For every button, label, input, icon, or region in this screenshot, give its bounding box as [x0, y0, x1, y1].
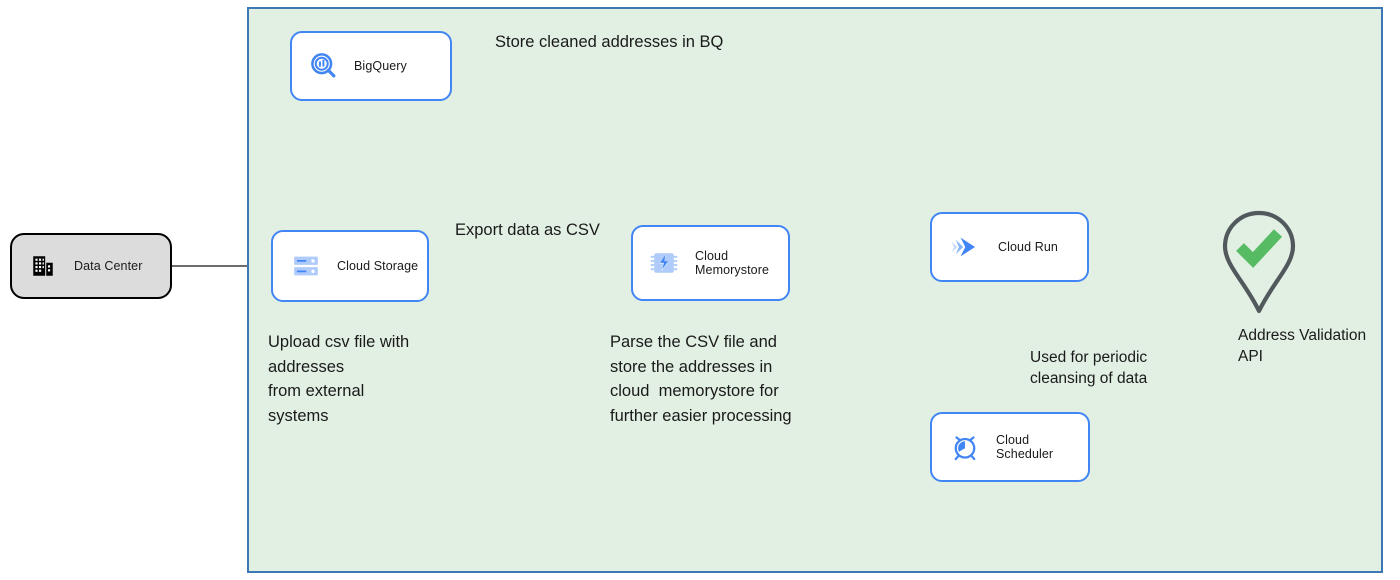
cloud-run-icon — [948, 232, 982, 262]
address-validation-api-label: Address Validation API — [1238, 327, 1367, 365]
node-cloud-memorystore-label: Cloud Memorystore — [695, 249, 770, 277]
note-upload-csv: Upload csv file with addresses from exte… — [268, 333, 410, 425]
node-data-center-label: Data Center — [74, 259, 143, 273]
data-center-icon — [30, 253, 56, 279]
node-cloud-scheduler[interactable]: Cloud Scheduler — [930, 412, 1090, 482]
node-bigquery-label: BigQuery — [354, 59, 407, 73]
node-cloud-storage-label: Cloud Storage — [337, 259, 419, 273]
node-cloud-run-label: Cloud Run — [998, 240, 1058, 254]
map-pin-check-icon — [1218, 210, 1300, 320]
cloud-project-boundary — [247, 7, 1383, 573]
node-data-center[interactable]: Data Center — [10, 233, 172, 299]
node-cloud-run[interactable]: Cloud Run — [930, 212, 1089, 282]
bigquery-icon — [308, 50, 340, 82]
memorystore-icon — [649, 248, 679, 278]
node-cloud-memorystore[interactable]: Cloud Memorystore — [631, 225, 790, 301]
node-cloud-scheduler-label: Cloud Scheduler — [996, 433, 1054, 461]
node-address-validation-api[interactable] — [1218, 208, 1300, 316]
note-periodic-cleansing: Used for periodic cleansing of data — [1030, 349, 1148, 387]
cloud-storage-icon — [291, 251, 321, 281]
node-cloud-storage[interactable]: Cloud Storage — [271, 230, 429, 302]
note-parse-csv: Parse the CSV file and store the address… — [610, 333, 792, 425]
edge-label-export-csv: Export data as CSV — [455, 221, 600, 239]
node-bigquery[interactable]: BigQuery — [290, 31, 452, 101]
cloud-scheduler-icon — [950, 432, 980, 462]
edge-label-store-in-bq: Store cleaned addresses in BQ — [495, 33, 724, 51]
